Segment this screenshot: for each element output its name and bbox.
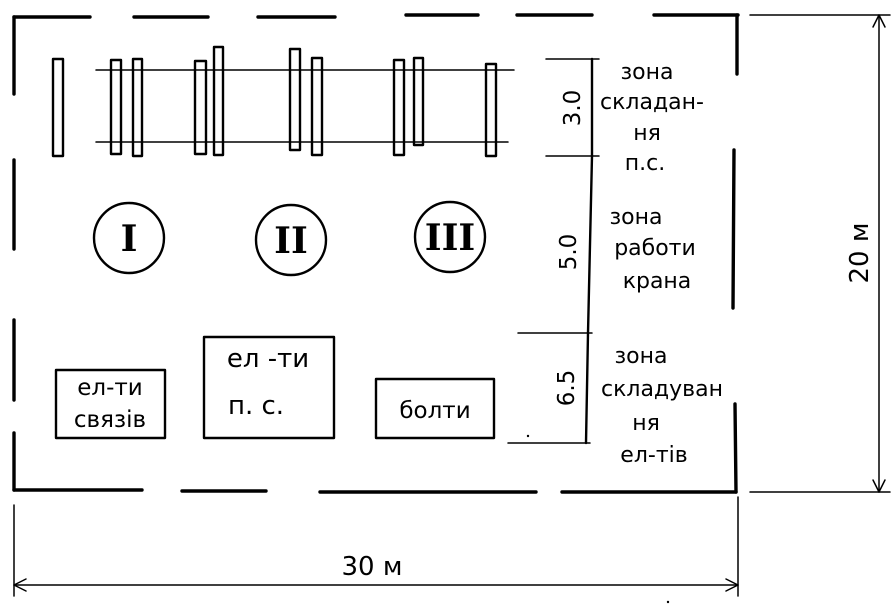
truss-elements — [51, 45, 498, 158]
width-dimension: 30 м — [13, 496, 739, 597]
assembly-zone-label: п.с. — [625, 151, 665, 176]
crane-position-label: I — [121, 218, 138, 260]
stray-mark — [526, 434, 530, 438]
zone-width-assembly: 3.0 — [560, 90, 586, 127]
building-outline — [12, 13, 740, 494]
truss-bar — [51, 57, 65, 158]
crane-position-circle — [254, 203, 328, 277]
height-dimension: 20 м — [749, 14, 891, 493]
crane-zone-label: работи — [614, 236, 696, 261]
height-dimension-label: 20 м — [845, 223, 875, 284]
bolts-box-label: болти — [399, 398, 470, 424]
truss-bar — [131, 57, 144, 158]
width-dimension-label: 30 м — [342, 552, 403, 582]
truss-bar — [288, 47, 302, 152]
truss-bar — [212, 45, 225, 157]
truss-bar — [412, 56, 425, 147]
truss-bar — [310, 56, 324, 157]
elements-box-line: п. с. — [228, 391, 284, 421]
truss-bar — [109, 58, 123, 156]
crane-position-label: III — [425, 217, 476, 259]
zone-width-crane: 5.0 — [556, 234, 582, 271]
crane-position-circle — [413, 200, 487, 274]
zone-width-labels: 3.0 5.0 6.5 — [554, 90, 586, 407]
assembly-zone-label: зона — [620, 60, 673, 85]
storage-zone-label: ня — [632, 411, 660, 436]
zone-boundaries — [95, 57, 600, 445]
crane-position-circle — [92, 201, 166, 275]
zone-labels: зона складан- ня п.с. зона работи крана … — [600, 60, 723, 468]
crane-positions: I II III — [92, 200, 487, 277]
crane-zone-label: крана — [623, 269, 692, 294]
bolts-box — [374, 377, 496, 440]
links-box-line: ел-ти — [77, 375, 143, 401]
elements-box-line: ел -ти — [227, 344, 309, 374]
crane-position-label: II — [274, 220, 308, 262]
links-box-line: связів — [74, 407, 146, 433]
assembly-zone-label: складан- — [600, 90, 704, 115]
storage-zone-label: зона — [614, 344, 667, 369]
crane-zone-label: зона — [609, 205, 662, 230]
zone-width-storage: 6.5 — [554, 370, 580, 407]
assembly-zone-label: ня — [633, 121, 661, 146]
storage-zone-label: складуван — [601, 377, 723, 402]
truss-bar — [392, 58, 406, 157]
storage-zone-label: ел-тів — [620, 443, 687, 468]
storage-boxes: ел-ти связів ел -ти п. с. болти — [54, 335, 496, 440]
truss-bar — [484, 62, 498, 158]
truss-bar — [193, 59, 208, 156]
stray-mark — [666, 600, 670, 604]
links-box — [54, 368, 167, 440]
elements-box — [202, 335, 336, 440]
